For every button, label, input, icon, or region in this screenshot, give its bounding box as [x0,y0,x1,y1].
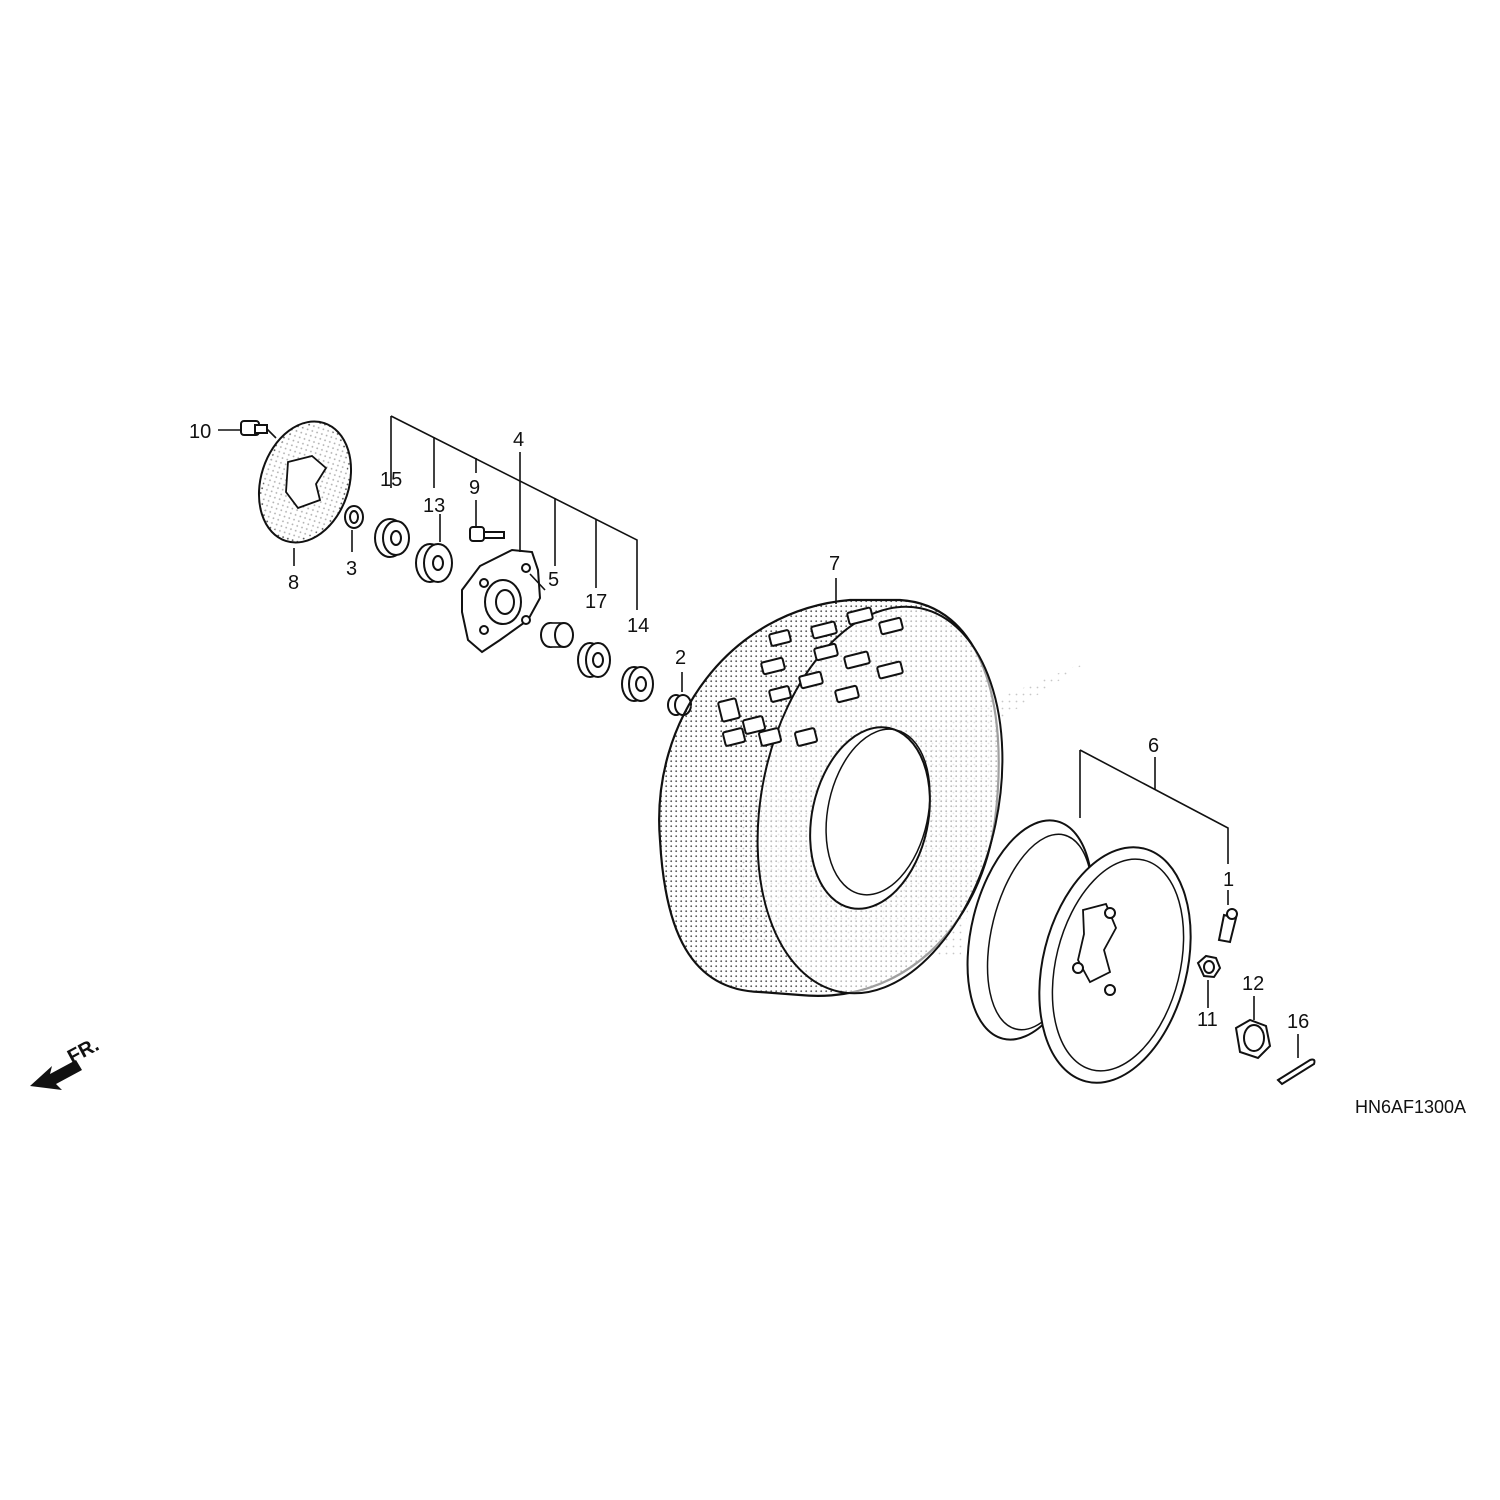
label-part-9: 9 [469,477,480,499]
label-part-14: 14 [627,615,649,637]
part-8-brake-disc [257,420,353,544]
front-marker-label: FR. [64,1034,103,1069]
part-17-bearing [577,642,611,678]
part-1-valve [1217,908,1238,944]
part-7-tire [658,598,1004,997]
label-part-3: 3 [346,558,357,580]
part-15-bearing [374,518,410,558]
label-part-11: 11 [1197,1009,1218,1031]
part-3-seal [344,505,364,529]
part-9-stud-bolt [469,526,505,542]
label-part-6: 6 [1148,735,1159,757]
part-5-collar [540,622,574,648]
part-13-bearing [415,543,453,583]
part-14-seal [621,666,654,702]
label-part-2: 2 [675,647,686,669]
label-part-12: 12 [1242,973,1264,995]
label-part-8: 8 [288,572,299,594]
label-part-5: 5 [548,569,559,591]
diagram-code: HN6AF1300A [1355,1097,1466,1117]
label-part-13: 13 [423,495,445,517]
part-16-cotter-pin [1276,1058,1316,1086]
leader-lines [218,415,1299,1058]
label-part-1: 1 [1223,869,1234,891]
label-part-7: 7 [829,553,840,575]
label-part-4: 4 [513,429,524,451]
label-part-10: 10 [189,421,211,443]
label-part-16: 16 [1287,1011,1309,1033]
part-11-nut [1196,954,1222,979]
part-4-hub [461,548,542,654]
label-part-17: 17 [585,591,607,613]
part-10-bolt [240,420,277,439]
part-6-rim [966,819,1192,1084]
front-direction-arrow [30,1060,82,1090]
part-12-castle-nut [1234,1018,1272,1060]
label-part-15: 15 [380,469,402,491]
